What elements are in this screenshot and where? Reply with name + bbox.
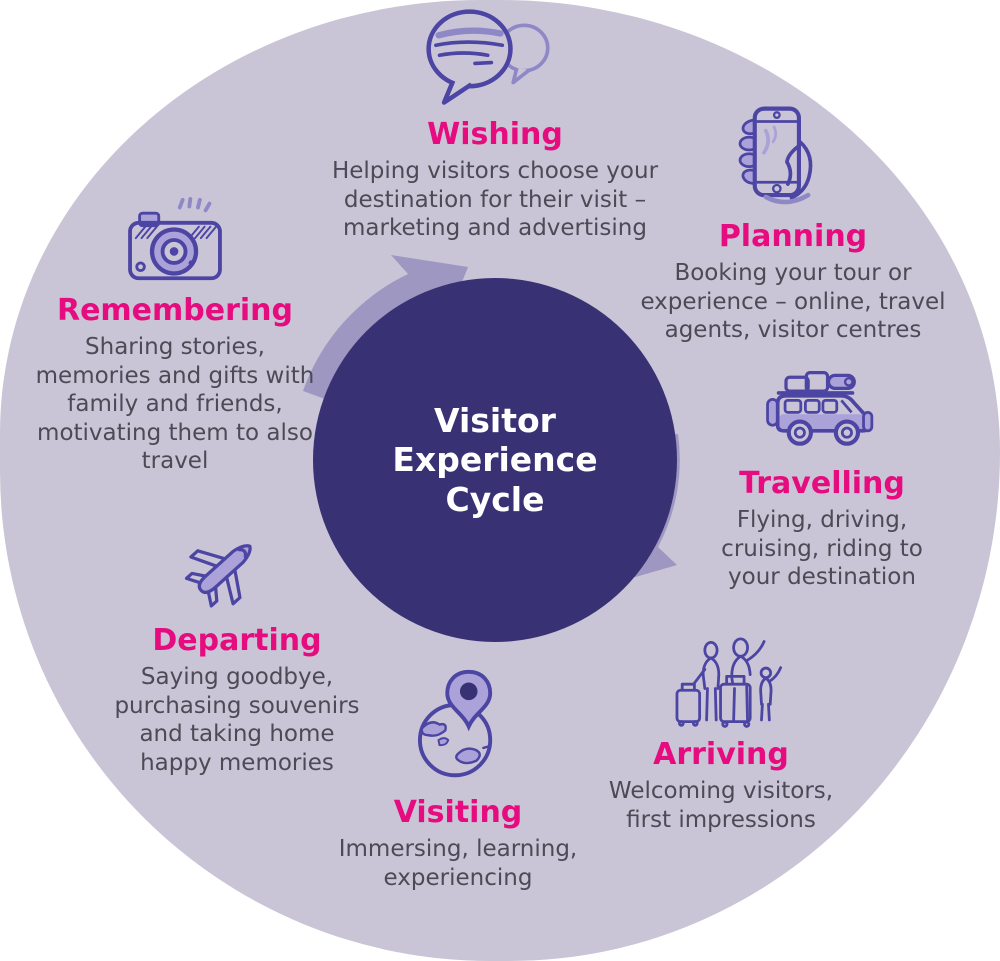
stage-description: Booking your tour or experience – online… (640, 260, 946, 344)
stage-description: Saying goodbye, purchasing souvenirs and… (114, 664, 360, 776)
phone-in-hand-icon (738, 106, 813, 205)
stage-visiting: Visiting Immersing, learning, experienci… (325, 664, 591, 892)
cycle-title: Visitor Experience Cycle (392, 401, 597, 520)
stage-label: Departing (152, 623, 322, 658)
speech-bubbles-icon (426, 9, 550, 105)
camera-icon (128, 196, 222, 281)
stage-label: Planning (718, 219, 868, 254)
stage-label: Visiting (393, 795, 523, 830)
stage-description: Welcoming visitors, first impressions (608, 778, 834, 833)
stage-description: Flying, driving, cruising, riding to you… (721, 507, 923, 591)
stage-label: Remembering (56, 293, 294, 328)
cycle-center-circle: Visitor Experience Cycle (313, 278, 677, 642)
globe-map-pin-icon (417, 669, 493, 778)
airplane-icon (184, 544, 252, 608)
stage-label: Arriving (653, 737, 789, 772)
cycle-title-line: Visitor (434, 400, 556, 440)
stage-remembering: Remembering Sharing stories, memories an… (34, 196, 316, 476)
car-with-luggage-icon (766, 371, 874, 446)
stage-description: Immersing, learning, experiencing (338, 836, 578, 891)
stage-travelling: Travelling Flying, driving, cruising, ri… (693, 364, 951, 592)
stage-wishing: Wishing Helping visitors choose your des… (320, 8, 670, 243)
family-with-luggage-icon (675, 637, 783, 728)
cycle-title-line: Experience (392, 440, 598, 480)
stage-description: Sharing stories, memories and gifts with… (35, 334, 315, 475)
stage-label: Wishing (427, 117, 563, 152)
stage-departing: Departing Saying goodbye, purchasing sou… (104, 526, 370, 777)
stage-description: Helping visitors choose your destination… (331, 158, 659, 242)
stage-planning: Planning Booking your tour or experience… (638, 102, 948, 345)
cycle-title-line: Cycle (445, 479, 545, 519)
stage-label: Travelling (739, 466, 905, 501)
stage-arriving: Arriving Welcoming visitors, first impre… (585, 636, 857, 834)
